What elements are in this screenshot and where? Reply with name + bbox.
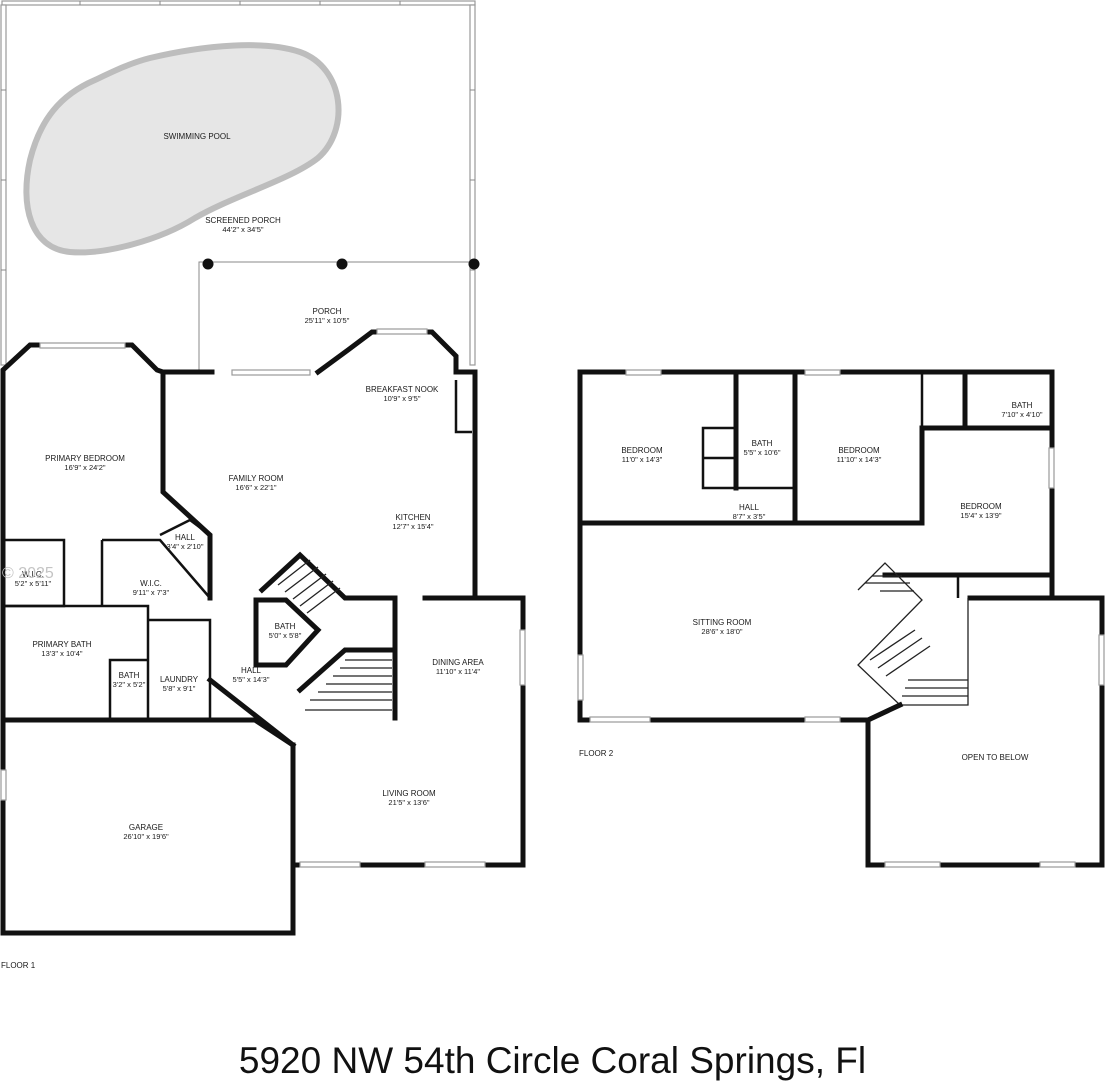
room-dimensions: 11'10" x 11'4" [436,667,481,676]
hall-walls [159,518,211,537]
floor-2-label: FLOOR 2 [579,749,614,758]
room-name: KITCHEN [395,513,430,522]
room-name: SWIMMING POOL [163,132,231,141]
kitchen-partition [454,380,472,434]
porch-post [468,258,480,270]
nook-bay-walls [314,329,478,601]
room-name: LAUNDRY [160,675,199,684]
bedroom-walls [577,425,1055,526]
room-name: W.I.C. [140,579,162,588]
room-dimensions: 5'8" x 9'1" [163,684,196,693]
room-dimensions: 26'10" x 19'6" [123,832,169,841]
room-name: PRIMARY BEDROOM [45,454,125,463]
floor-2-plan [577,369,1105,868]
room-name: SITTING ROOM [693,618,752,627]
porch-outline [198,261,472,370]
room-dimensions: 11'10" x 14'3" [837,455,882,464]
room-name: PORCH [313,307,342,316]
room-name: HALL [175,533,196,542]
room-name: BEDROOM [621,446,663,455]
room-name: BEDROOM [838,446,880,455]
porch-post [202,258,214,270]
upper-landing-walls [882,572,1055,601]
screened-porch-enclosure [0,0,476,366]
room-dimensions: 21'5" x 13'6" [388,798,429,807]
room-dimensions: 11'0" x 14'3" [622,455,663,464]
room-dimensions: 28'6" x 18'0" [701,627,742,636]
room-dimensions: 15'4" x 13'9" [960,511,1001,520]
floor-2-staircase [857,562,969,724]
room-dimensions: 12'7" x 15'4" [392,522,433,531]
room-dimensions: 10'9" x 9'5" [384,394,421,403]
room-dimensions: 7'10" x 4'10" [1001,410,1042,419]
room-dimensions: 3'2" x 5'2" [113,680,146,689]
small-bath-walls [108,658,148,720]
floor-2-outer-walls [577,369,1105,868]
room-dimensions: 3'4" x 2'10" [167,542,204,551]
room-name: BATH [752,439,773,448]
laundry-walls [148,618,212,720]
room-dimensions: 16'6" x 22'1" [235,483,276,492]
room-dimensions: 5'5" x 14'3" [233,675,270,684]
room-name: GARAGE [129,823,163,832]
room-name: PRIMARY BATH [32,640,91,649]
wic2-walls [102,538,211,599]
room-name: BATH [1012,401,1033,410]
stair-bath-walls [253,597,322,668]
primary-bedroom-walls [0,342,213,723]
room-name: OPEN TO BELOW [962,753,1029,762]
property-address: 5920 NW 54th Circle Coral Springs, Fl [238,1040,867,1081]
room-dimensions: 13'3" x 10'4" [41,649,82,658]
bath-walls [3,604,150,720]
room-name: LIVING ROOM [382,789,436,798]
room-name: FAMILY ROOM [229,474,284,483]
porch-post [336,258,348,270]
room-name: W.I.C. [22,570,44,579]
copyright-watermark: © 2025 [2,565,54,582]
swimming-pool-shape [23,42,342,256]
room-dimensions: 5'0" x 5'8" [269,631,302,640]
room-name: BREAKFAST NOOK [366,385,439,394]
room-labels: SWIMMING POOL SCREENED PORCH 44'2" x 34'… [1,132,1043,970]
room-dimensions: 8'7" x 3'5" [733,512,766,521]
floor-1-label: FLOOR 1 [1,961,36,970]
room-name: BATH [275,622,296,631]
floor-1-plan [0,0,526,936]
hall-diagonal-wall [206,676,297,749]
room-dimensions: 5'2" x 5'11" [15,579,52,588]
room-name: BATH [119,671,140,680]
floor-1-staircase [258,551,398,721]
room-name: DINING AREA [432,658,484,667]
room-dimensions: 9'11" x 7'3" [133,588,170,597]
room-name: SCREENED PORCH [205,216,281,225]
dining-living-walls [290,595,526,868]
room-name: BEDROOM [960,502,1002,511]
room-name: HALL [241,666,262,675]
room-dimensions: 5'5" x 10'6" [744,448,781,457]
room-dimensions: 25'11" x 10'5" [305,316,350,325]
room-dimensions: 44'2" x 34'5" [222,225,263,234]
room-dimensions: 16'9" x 24'2" [64,463,105,472]
room-name: HALL [739,503,760,512]
